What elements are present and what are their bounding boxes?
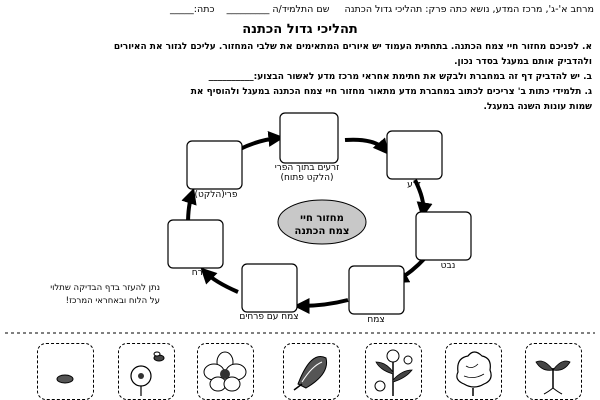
plant-with-flowers-icon [374,349,413,396]
stage-box-seeds-in-fruit [279,112,339,164]
stage-label-seeds-in-fruit-line1: זרעים בתוך הפרי [274,163,340,173]
fruit-pod-icon [293,356,328,391]
stage-label-fruit: פרי(הלקט) [194,190,238,200]
cutout-plant-with-flowers[interactable] [365,343,422,400]
stage-box-plant [348,265,405,315]
stage-box-plant-with-flowers [241,263,298,313]
stage-label-seed: זרע [407,180,421,190]
cutout-flower-with-bee[interactable] [118,343,175,400]
center-label-line2: צמח הכתנה [294,226,350,237]
instruction-c-line1: ג. תלמידי כתות ב' צריכים לכתוב במחברת מד… [190,87,592,97]
flower-with-bee-icon [130,351,165,396]
open-cotton-boll-icon [456,351,492,396]
help-note: נתן להעזר בדף הבדיקה שתלוי על הלוח ובאחר… [10,282,160,308]
stage-label-seeds-in-fruit-line2: (הלקט פתוח) [280,173,334,183]
stage-box-sprout [415,211,472,261]
class-field: כתה:_____ [170,4,215,15]
flower-bloom-icon [203,351,247,392]
sprout-icon [535,360,571,395]
instruction-a-line1: א. לפניכם מחזור חיי צמח הכתנה. בתחתית הע… [113,42,592,52]
cutout-open-cotton-boll[interactable] [445,343,502,400]
stage-label-flower: פרח [191,268,209,278]
student-name-field: שם התלמיד/ה _________ [226,4,330,15]
stage-box-seed [386,130,443,180]
cutout-seed[interactable] [37,343,94,400]
stage-box-flower [167,219,224,269]
seed-icon [56,374,74,384]
cutout-sprout[interactable] [525,343,582,400]
center-label-line1: מחזור חיי [300,213,344,224]
subject-line: מרחב א'-ג', מרכז המדע, נושא כתה פרק: תהל… [344,4,594,15]
instruction-c-line2: שמות עונות השנה במעגל. [483,102,592,112]
stage-label-sprout: נבט [440,261,456,271]
center-label: מחזור חיי צמח הכתנה [272,212,372,238]
cutout-flower-bloom[interactable] [197,343,254,400]
stage-label-plant: צמח [367,315,385,325]
instruction-b: ב. יש להדביק דף זה במחברת ולבקש את חתימת… [208,72,592,82]
stage-label-seeds-in-fruit: זרעים בתוך הפרי (הלקט פתוח) [262,163,352,183]
help-note-line1: נתן להעזר בדף הבדיקה שתלוי [50,283,160,293]
stage-box-fruit [186,140,243,190]
page-title: תהליכי גדול הכתנה [242,22,358,37]
stage-label-plant-with-flowers: צמח עם פרחים [239,312,299,322]
help-note-line2: על הלוח ובאחראי המרכז! [65,296,160,306]
center-oval [277,199,367,245]
cutout-fruit-pod[interactable] [283,343,340,400]
instruction-a-line2: ולהדביק אותם במעגל בסדר נכון. [454,57,592,67]
header-line: מרחב א'-ג', מרכז המדע, נושא כתה פרק: תהל… [6,4,594,22]
cycle-arrow-ring [181,130,433,314]
